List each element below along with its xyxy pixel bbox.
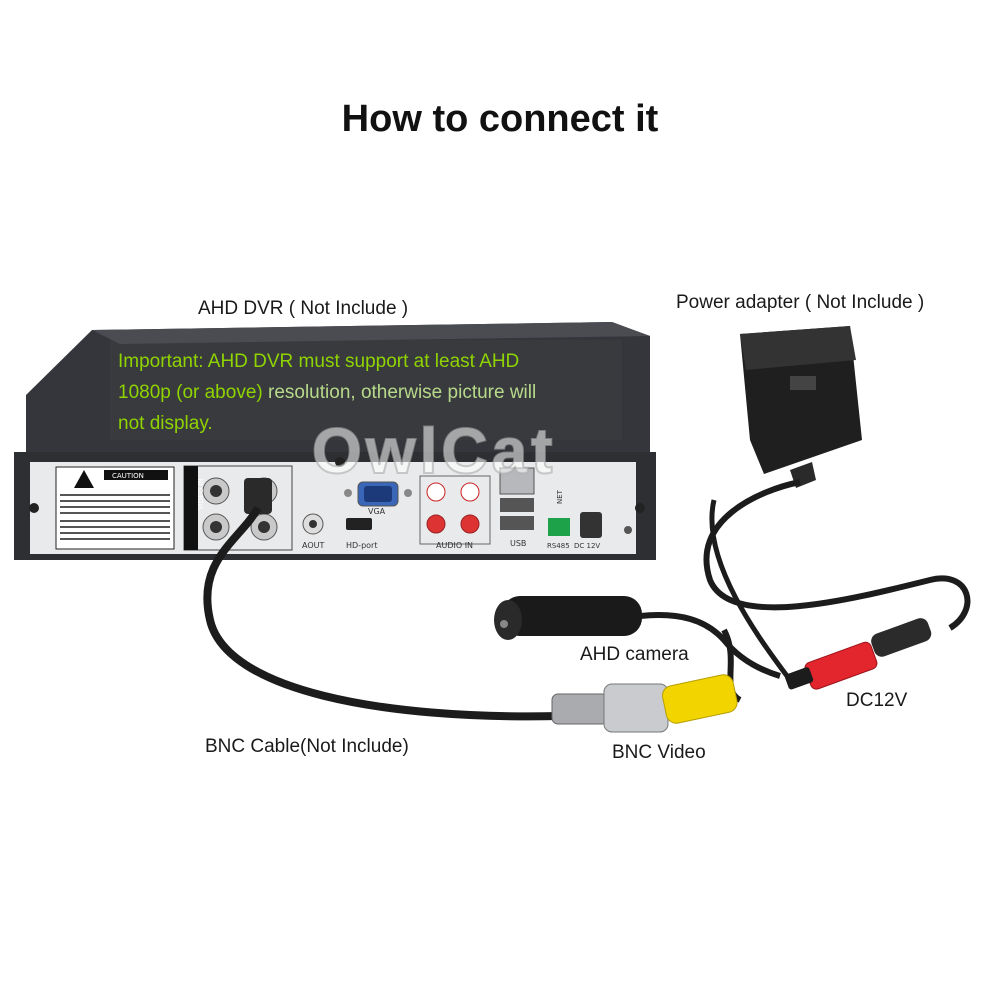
audio-in-label: AUDIO IN — [436, 541, 473, 550]
note-line-1: Important: AHD DVR must support at least… — [118, 351, 520, 372]
note-backdrop — [110, 340, 622, 440]
aout-label: AOUT — [302, 541, 324, 550]
note-line-3: not display. — [118, 413, 213, 434]
dc12v-label: DC12V — [846, 690, 908, 711]
usb-port-1 — [500, 498, 534, 512]
rs485-label: RS485 — [547, 542, 570, 550]
bnc-coupler — [551, 693, 609, 725]
note-line-2a: 1080p (or above) — [118, 382, 263, 403]
rs485-terminal — [548, 518, 570, 536]
video-in-label: VIDEO IN — [197, 478, 205, 510]
audio-port-3 — [426, 482, 446, 502]
power-cable — [703, 479, 971, 631]
camera-label: AHD camera — [580, 644, 689, 665]
caution-text: CAUTION — [112, 472, 144, 480]
audio-port-4 — [426, 514, 446, 534]
usb-port-2 — [500, 516, 534, 530]
camera-lens — [494, 600, 522, 640]
watermark: OwlCat — [311, 414, 557, 488]
ahd-camera-body — [502, 596, 642, 636]
bnc-plug — [244, 478, 272, 514]
hdmi-port — [346, 518, 372, 530]
dvr-top-shell — [26, 322, 650, 455]
audio-port-2 — [460, 514, 480, 534]
net-label: NET — [556, 489, 564, 504]
usb-label: USB — [510, 539, 526, 548]
hdmi-label: HD-port — [346, 541, 377, 550]
rca-yellow-connector — [661, 674, 738, 724]
power-adapter-label: Power adapter ( Not Include ) — [676, 292, 925, 313]
vga-label: VGA — [368, 507, 386, 516]
page-title: How to connect it — [341, 98, 659, 140]
dc-red-connector — [804, 641, 878, 690]
bnc-cable-label: BNC Cable(Not Include) — [205, 736, 409, 757]
important-note: Important: AHD DVR must support at least… — [118, 346, 618, 439]
bnc-video-label: BNC Video — [612, 742, 706, 763]
bnc-cable — [203, 505, 561, 721]
dc12v-panel-label: DC 12V — [574, 542, 600, 550]
dvr-label: AHD DVR ( Not Include ) — [198, 298, 409, 319]
dc-jack — [580, 512, 602, 538]
network-port — [499, 467, 535, 495]
warning-icon — [74, 470, 94, 488]
note-line-2b: resolution, otherwise picture will — [262, 382, 537, 403]
audio-port-1 — [460, 482, 480, 502]
